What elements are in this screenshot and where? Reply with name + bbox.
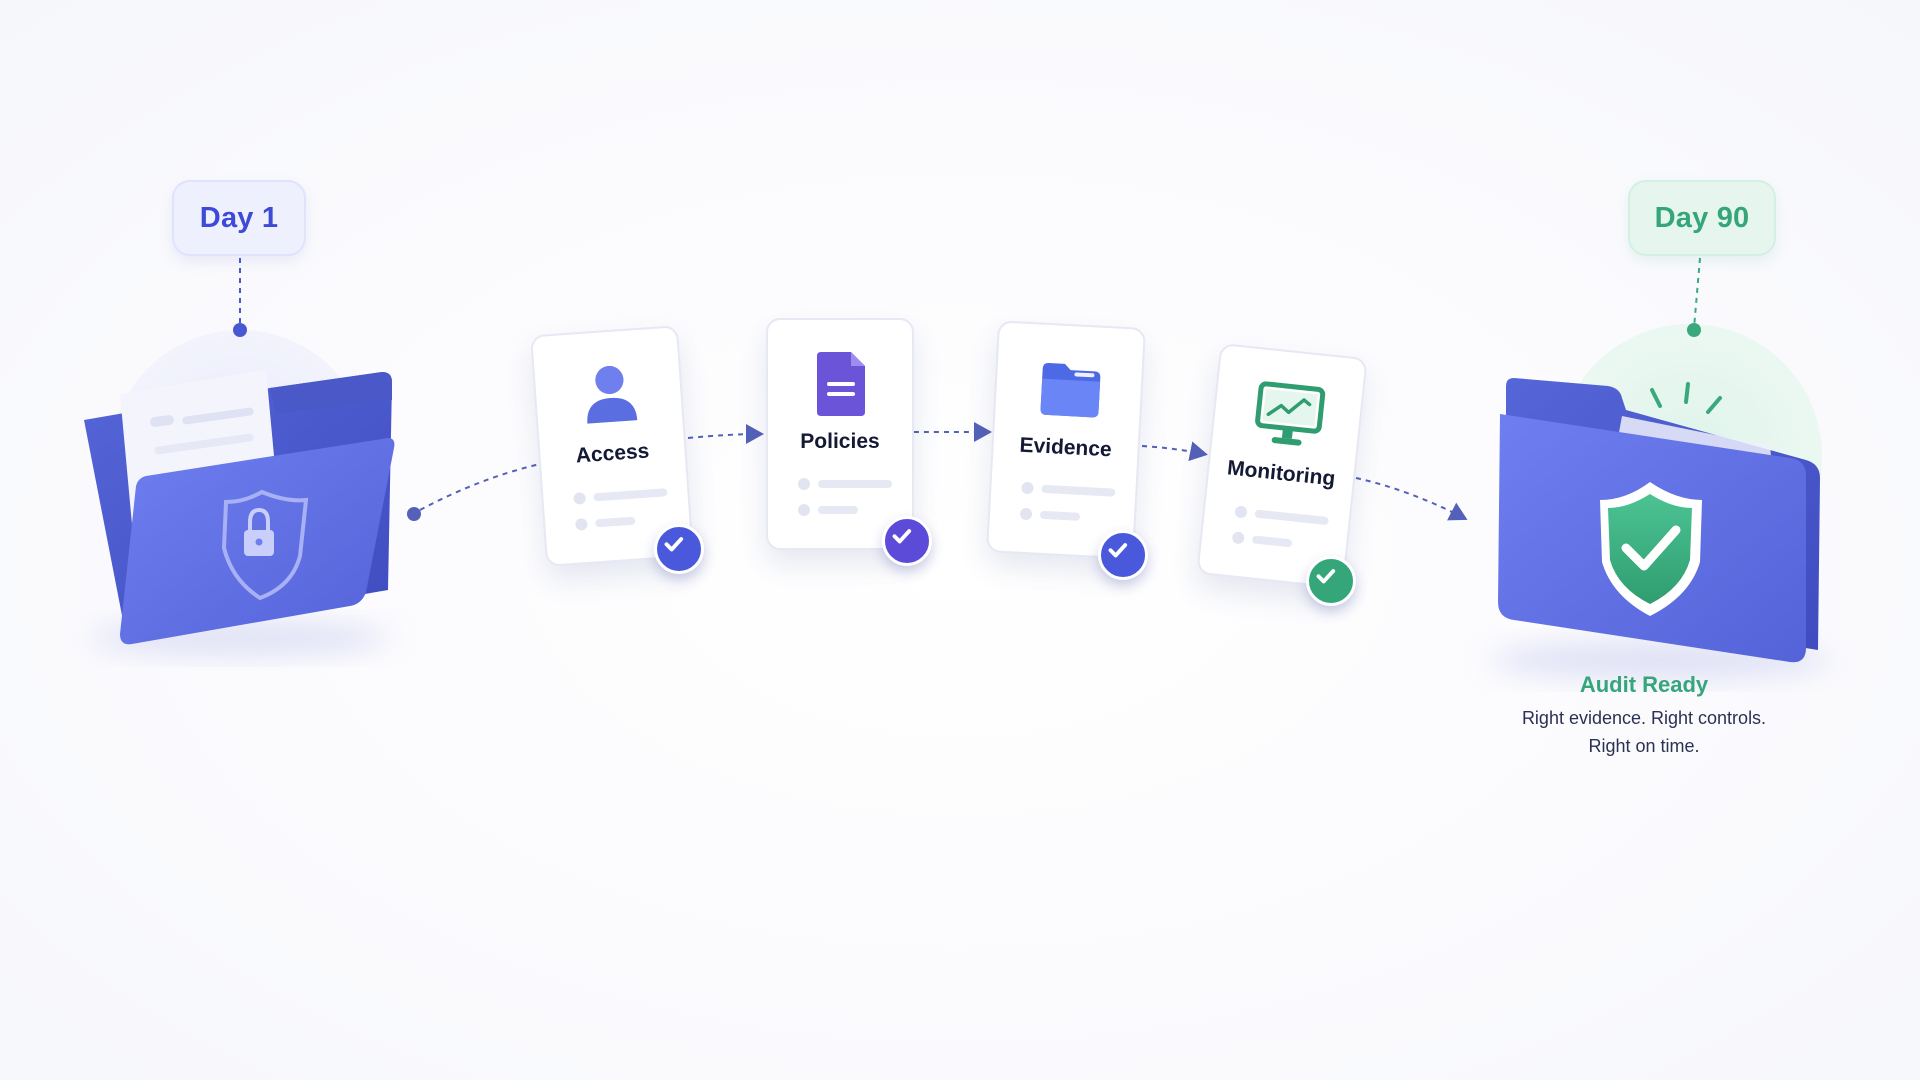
connector-monitoring-end [1355, 477, 1468, 521]
placeholder-lines [573, 488, 668, 531]
document-icon [817, 352, 865, 416]
connector-access-policies [687, 424, 764, 445]
step-card-access: Access [530, 325, 694, 567]
audit-ready-folder-icon [1490, 378, 1830, 680]
outcome-line-1: Right evidence. Right controls. [1521, 708, 1767, 728]
outcome-title: Audit Ready [1579, 672, 1709, 697]
flow-connectors [407, 422, 1468, 521]
step-complete-check-icon [1306, 556, 1356, 606]
step-complete-check-icon [1098, 530, 1148, 580]
monitor-chart-icon [1255, 381, 1326, 446]
end-day-pill: Day 90 [1628, 180, 1776, 256]
start-leader-line [233, 258, 247, 337]
folder-icon [1040, 363, 1101, 418]
flow-start-dot [407, 507, 421, 521]
start-day-pill: Day 1 [172, 180, 306, 256]
step-card-monitoring: Monitoring [1196, 342, 1368, 590]
placeholder-lines [1020, 482, 1116, 521]
start-day-label: Day 1 [199, 201, 279, 234]
step-label: Access [575, 439, 651, 468]
end-day-label: Day 90 [1654, 201, 1750, 234]
connector-evidence-monitoring [1141, 441, 1208, 462]
step-card-policies: Policies [766, 318, 914, 550]
step-label: Evidence [1018, 433, 1113, 462]
step-label: Monitoring [1226, 456, 1337, 491]
placeholder-lines [798, 478, 892, 516]
step-label: Policies [800, 430, 880, 453]
connector-start-access [419, 463, 541, 511]
locked-folder-icon [84, 370, 395, 656]
user-icon [587, 366, 638, 424]
step-complete-check-icon [654, 524, 704, 574]
end-leader-line [1687, 257, 1701, 337]
placeholder-lines [1232, 505, 1329, 548]
step-card-evidence: Evidence [986, 320, 1146, 560]
outcome-line-2: Right on time. [1588, 736, 1700, 756]
step-complete-check-icon [882, 516, 932, 566]
